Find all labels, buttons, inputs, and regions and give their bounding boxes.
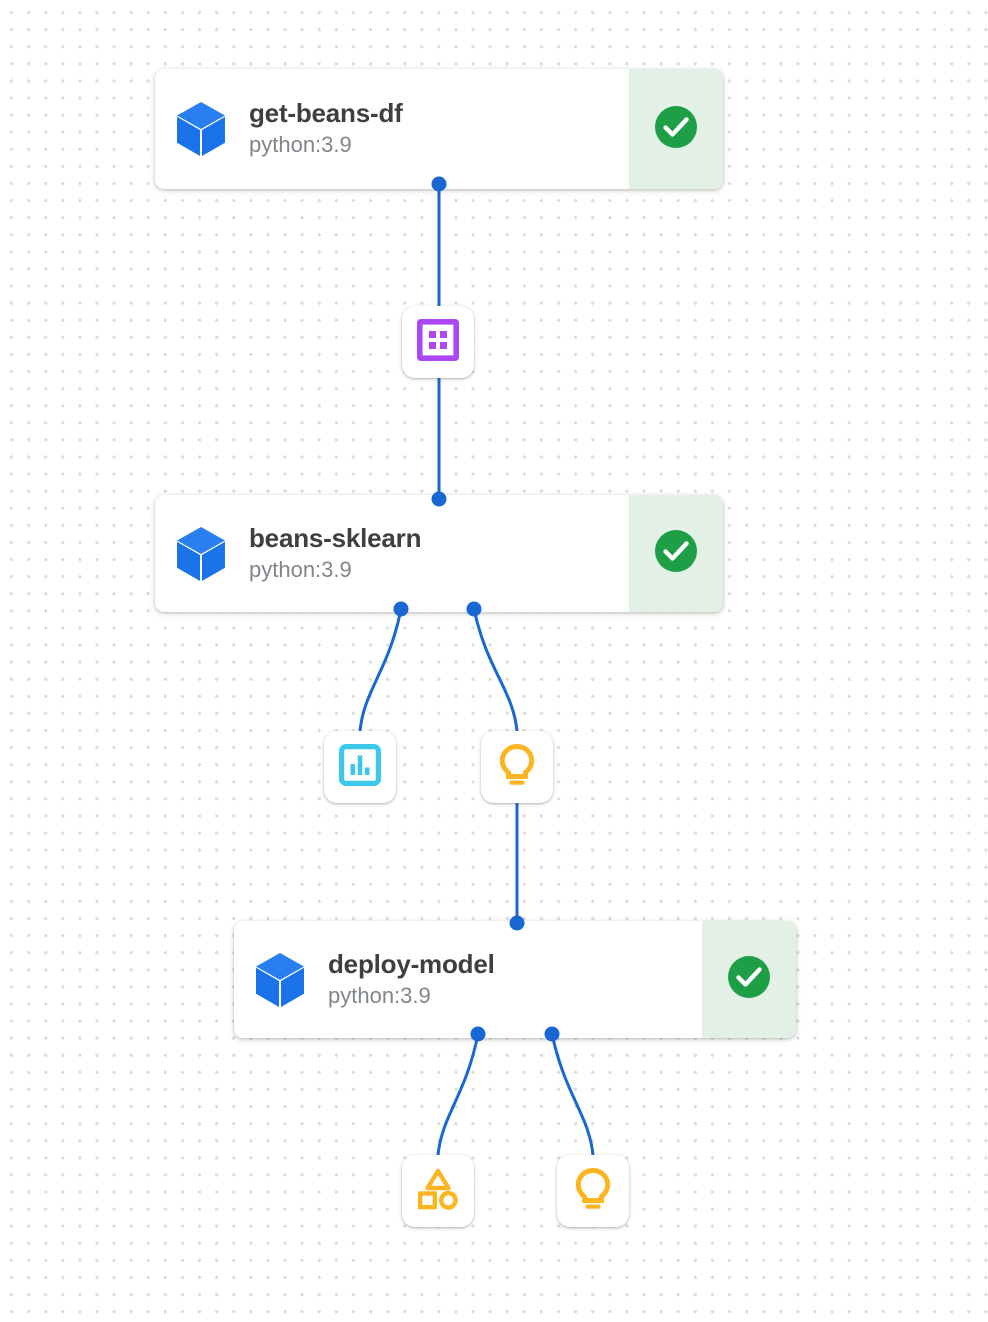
check-circle-icon-svg xyxy=(655,105,697,148)
task-node-subtitle: python:3.9 xyxy=(249,132,352,158)
task-node-title: get-beans-df xyxy=(249,98,403,129)
lightbulb-icon-svg xyxy=(499,743,535,785)
task-node-subtitle: python:3.9 xyxy=(328,982,431,1008)
status-badge xyxy=(629,69,723,189)
cube-icon-svg xyxy=(256,952,304,1007)
shapes-icon-svg xyxy=(417,1168,458,1210)
task-node-text: beans-sklearn python:3.9 xyxy=(247,495,629,612)
task-node-title: beans-sklearn xyxy=(249,522,422,553)
port-get-beans-df-out[interactable] xyxy=(431,176,447,192)
shapes-icon xyxy=(416,1168,460,1215)
dataset-icon xyxy=(416,318,460,366)
cube-icon-svg xyxy=(177,526,225,581)
artifact-node-endpoint-artifact[interactable] xyxy=(557,1155,629,1227)
check-circle-icon-svg xyxy=(655,530,697,572)
status-badge xyxy=(702,921,796,1038)
artifact-node-model-artifact[interactable] xyxy=(481,731,553,803)
cube-icon-svg xyxy=(177,102,225,156)
task-node-text: deploy-model python:3.9 xyxy=(326,921,702,1038)
check-circle-icon-svg xyxy=(728,956,770,998)
edge-deploy-model-to-endpoint xyxy=(550,1033,595,1156)
task-node-subtitle: python:3.9 xyxy=(249,556,352,582)
lightbulb-icon xyxy=(496,743,538,792)
task-node-beans-sklearn[interactable]: beans-sklearn python:3.9 xyxy=(155,495,723,612)
edge-beans-sklearn-to-metrics xyxy=(358,608,403,732)
task-node-deploy-model[interactable]: deploy-model python:3.9 xyxy=(234,921,796,1038)
check-circle-icon xyxy=(653,528,699,579)
status-badge xyxy=(629,495,723,612)
port-deploy-model-out-a[interactable] xyxy=(470,1026,486,1042)
artifact-node-dataset-artifact[interactable] xyxy=(402,306,474,378)
dataset-icon-svg xyxy=(416,318,460,361)
port-beans-sklearn-in[interactable] xyxy=(431,491,447,507)
port-beans-sklearn-out-b[interactable] xyxy=(466,601,482,617)
task-node-title: deploy-model xyxy=(328,948,495,979)
bar-chart-icon-svg xyxy=(338,743,381,786)
check-circle-icon xyxy=(653,104,699,155)
cube-icon xyxy=(234,921,326,1038)
cube-icon xyxy=(155,495,247,612)
port-deploy-model-out-b[interactable] xyxy=(544,1026,560,1042)
artifact-node-classification-artifact[interactable] xyxy=(402,1155,474,1227)
artifact-node-metrics-artifact[interactable] xyxy=(324,731,396,803)
check-circle-icon xyxy=(726,954,772,1005)
lightbulb-icon-svg xyxy=(575,1167,611,1209)
bar-chart-icon xyxy=(338,743,381,791)
edge-beans-sklearn-to-model xyxy=(472,608,519,732)
lightbulb-icon xyxy=(572,1167,614,1216)
task-node-get-beans-df[interactable]: get-beans-df python:3.9 xyxy=(155,69,723,189)
task-node-text: get-beans-df python:3.9 xyxy=(247,69,629,189)
edge-deploy-model-to-classification xyxy=(436,1033,480,1156)
port-beans-sklearn-out-a[interactable] xyxy=(393,601,409,617)
cube-icon xyxy=(155,69,247,189)
port-deploy-model-in[interactable] xyxy=(509,915,525,931)
